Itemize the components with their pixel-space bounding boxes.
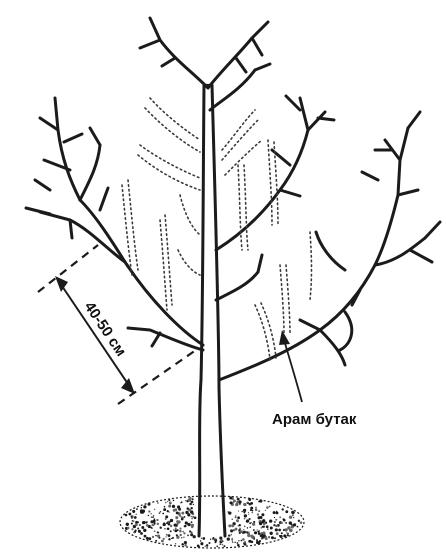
branch-label: Арам бутак (272, 411, 357, 428)
branch-pointer (279, 330, 302, 402)
arrow-head-bottom (121, 378, 135, 394)
mulch-patch (120, 496, 304, 548)
measurement-guides (38, 245, 196, 404)
tree-trunk (199, 85, 225, 536)
arrow-head-top (55, 276, 68, 292)
